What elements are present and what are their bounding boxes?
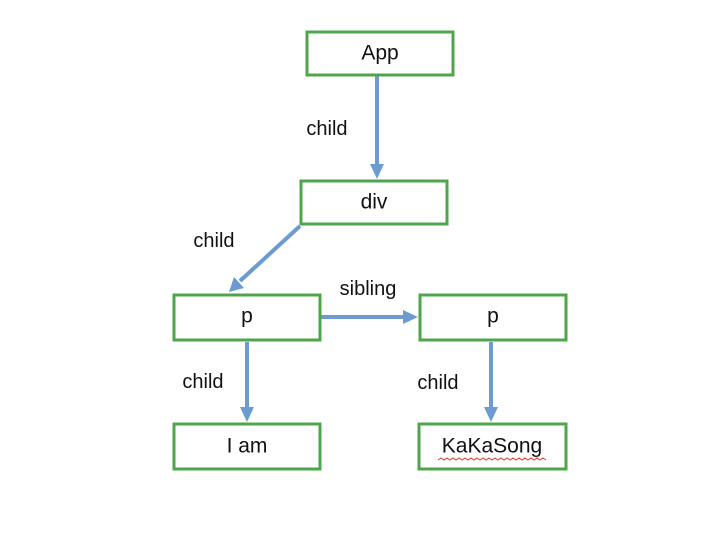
node-text-left-label: I am: [227, 435, 268, 458]
edge-p-right-text: child: [417, 342, 498, 422]
node-div: div: [299, 179, 449, 226]
edge-div-p-label: child: [193, 230, 234, 252]
node-p-left-box: [172, 293, 322, 342]
node-p-left-label: p: [241, 305, 253, 328]
edge-p-left-text-label: child: [182, 371, 223, 393]
node-text-right-label: KaKaSong: [442, 435, 542, 458]
edge-p-left-text: child: [182, 342, 254, 422]
edge-app-div-arrowhead: [370, 164, 384, 179]
node-app: App: [305, 30, 455, 77]
node-text-right-box: [417, 422, 568, 471]
edge-p-right-text-arrowhead: [484, 407, 498, 422]
edge-div-p-arrowhead: [229, 277, 244, 292]
edge-p-sibling-label: sibling: [340, 278, 397, 300]
edge-div-p-line: [238, 224, 302, 283]
edge-p-sibling: sibling: [320, 278, 418, 324]
node-p-right-box: [418, 293, 568, 342]
node-text-left-box: [172, 422, 322, 471]
node-p-left: p: [172, 293, 322, 342]
node-div-label: div: [361, 191, 388, 214]
node-text-left: I am: [172, 422, 322, 471]
node-app-label: App: [361, 42, 398, 65]
edge-app-div: child: [306, 76, 384, 179]
node-app-box: [305, 30, 455, 77]
edge-p-left-text-arrowhead: [240, 407, 254, 422]
node-text-right: KaKaSong: [417, 422, 568, 471]
edge-p-sibling-arrowhead: [403, 310, 418, 324]
edge-div-p: child: [193, 224, 302, 292]
edge-p-right-text-label: child: [417, 372, 458, 394]
node-p-right-label: p: [487, 305, 499, 328]
node-div-box: [299, 179, 449, 226]
node-p-right: p: [418, 293, 568, 342]
edge-app-div-label: child: [306, 118, 347, 140]
spellcheck-underline: [437, 457, 547, 461]
